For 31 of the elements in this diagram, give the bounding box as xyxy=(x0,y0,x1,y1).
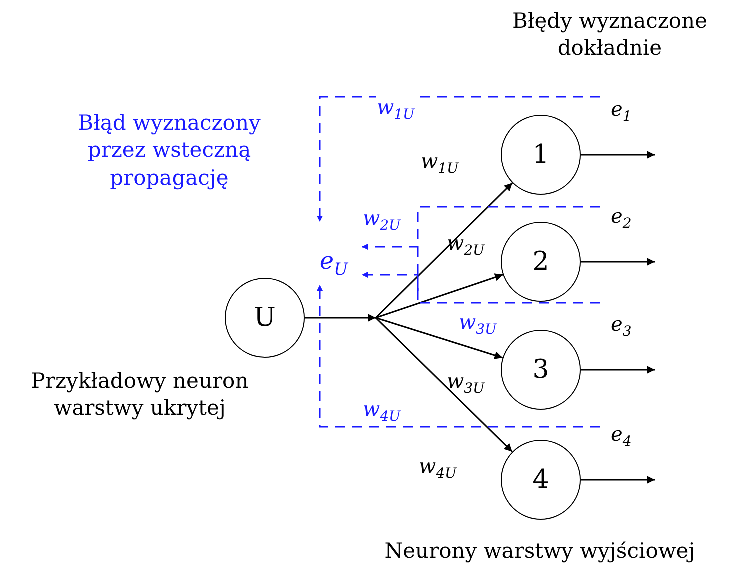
node-caption: Przykładowy neuron warstwy ukrytej xyxy=(30,368,250,422)
arrow xyxy=(581,366,655,374)
edge-label: e$_{4}$ xyxy=(610,423,633,450)
arrow xyxy=(376,274,504,319)
dashed-arrow xyxy=(317,285,600,428)
annotation-text: Błędy wyznaczone dokładnie xyxy=(511,8,709,62)
arrow xyxy=(375,182,514,319)
edge-label: e$_{1}$ xyxy=(610,98,633,126)
neuron-circle: 1 xyxy=(501,115,581,195)
arrow xyxy=(581,151,655,159)
arrow xyxy=(305,314,376,322)
annotation-text: Błąd wyznaczony przez wsteczną propagację xyxy=(77,110,262,192)
arrow xyxy=(376,317,504,360)
arrow xyxy=(375,317,513,452)
neuron-circle: 3 xyxy=(501,330,581,410)
neuron-circle: U xyxy=(225,278,305,358)
dashed-arrow xyxy=(361,206,601,301)
annotation-text: Neurony warstwy wyjściowej xyxy=(384,538,696,565)
dashed-arrow xyxy=(362,272,600,304)
arrow xyxy=(581,258,655,266)
edge-label: w$_{2U}$ xyxy=(446,232,486,260)
edge-label: e$_{2}$ xyxy=(610,205,633,232)
edge-label: w$_{3U}$ xyxy=(446,370,486,398)
arrow xyxy=(581,476,655,484)
edge-label: w$_{4U}$ xyxy=(418,455,458,482)
neuron-circle: 4 xyxy=(501,440,581,520)
edge-label: e$_{3}$ xyxy=(610,313,633,340)
dashed-arrow xyxy=(317,96,600,222)
edge-label: w$_{1U}$ xyxy=(420,150,460,178)
neuron-circle: 2 xyxy=(501,222,581,302)
error-symbol: e$_{U}$ xyxy=(306,246,362,280)
